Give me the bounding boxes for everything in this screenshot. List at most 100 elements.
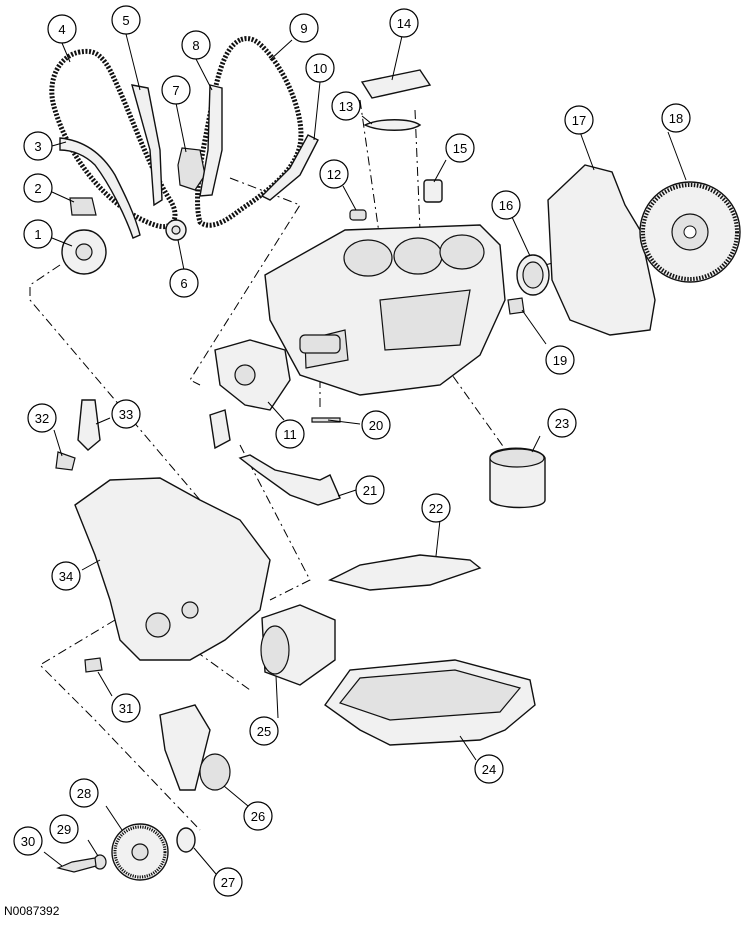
callout-labels: 1 2 3 4 5 6 7 8 9 10 11 12 13 14 15 16 1… bbox=[13, 5, 691, 897]
callout-18: 18 bbox=[661, 103, 691, 133]
callout-32: 32 bbox=[27, 403, 57, 433]
callout-3: 3 bbox=[23, 131, 53, 161]
svg-text:14: 14 bbox=[397, 16, 411, 31]
crankshaft-damper-group bbox=[56, 823, 196, 881]
callout-28: 28 bbox=[69, 778, 99, 808]
front-seal bbox=[176, 827, 196, 853]
chain-guide-left bbox=[59, 137, 141, 239]
svg-text:15: 15 bbox=[453, 141, 467, 156]
damper-bolt bbox=[56, 857, 97, 873]
callout-9: 9 bbox=[289, 13, 319, 43]
oil-pickup-tube bbox=[238, 454, 341, 506]
callout-33: 33 bbox=[111, 399, 141, 429]
svg-text:31: 31 bbox=[119, 701, 133, 716]
svg-text:25: 25 bbox=[257, 724, 271, 739]
svg-text:16: 16 bbox=[499, 198, 513, 213]
callout-2: 2 bbox=[23, 173, 53, 203]
callout-13: 13 bbox=[331, 91, 361, 121]
callout-14: 14 bbox=[389, 8, 419, 38]
svg-text:3: 3 bbox=[34, 139, 41, 154]
sleeve-15 bbox=[423, 179, 443, 203]
rear-components bbox=[507, 164, 741, 336]
svg-text:17: 17 bbox=[572, 113, 586, 128]
sensor-19 bbox=[507, 297, 525, 315]
svg-text:33: 33 bbox=[119, 407, 133, 422]
callout-31: 31 bbox=[111, 693, 141, 723]
upper-parts bbox=[349, 69, 443, 221]
callout-22: 22 bbox=[421, 493, 451, 523]
camshaft-sensor-32 bbox=[55, 451, 76, 471]
callout-6: 6 bbox=[169, 268, 199, 298]
tensioner-bolt bbox=[69, 197, 97, 216]
timing-components bbox=[49, 36, 319, 275]
callout-1: 1 bbox=[23, 219, 53, 249]
svg-text:1: 1 bbox=[34, 227, 41, 242]
leader-lines bbox=[43, 33, 687, 875]
gasket-14 bbox=[360, 69, 432, 99]
callout-21: 21 bbox=[355, 475, 385, 505]
callout-19: 19 bbox=[545, 345, 575, 375]
callout-24: 24 bbox=[474, 754, 504, 784]
oil-filter bbox=[489, 447, 546, 509]
oil-pan bbox=[324, 659, 536, 746]
svg-text:28: 28 bbox=[77, 786, 91, 801]
callout-7: 7 bbox=[161, 75, 191, 105]
svg-text:7: 7 bbox=[172, 83, 179, 98]
svg-text:13: 13 bbox=[339, 99, 353, 114]
callout-27: 27 bbox=[213, 867, 243, 897]
chain-tensioner-arm-right bbox=[260, 134, 319, 201]
gasket-13 bbox=[363, 119, 422, 131]
svg-text:18: 18 bbox=[669, 111, 683, 126]
timing-front-cover bbox=[55, 399, 271, 673]
callout-8: 8 bbox=[181, 30, 211, 60]
callout-20: 20 bbox=[361, 410, 391, 440]
callout-25: 25 bbox=[249, 716, 279, 746]
callout-29: 29 bbox=[49, 814, 79, 844]
svg-text:21: 21 bbox=[363, 483, 377, 498]
phaser-solenoid-33 bbox=[77, 399, 101, 451]
svg-text:22: 22 bbox=[429, 501, 443, 516]
callout-12: 12 bbox=[319, 159, 349, 189]
svg-text:30: 30 bbox=[21, 834, 35, 849]
callout-23: 23 bbox=[547, 408, 577, 438]
svg-text:32: 32 bbox=[35, 411, 49, 426]
oil-pump-group bbox=[214, 334, 341, 423]
svg-text:9: 9 bbox=[300, 21, 307, 36]
svg-text:34: 34 bbox=[59, 569, 73, 584]
callout-4: 4 bbox=[47, 14, 77, 44]
generator bbox=[260, 604, 336, 686]
belt-tensioner bbox=[159, 704, 231, 791]
callout-30: 30 bbox=[13, 826, 43, 856]
svg-text:27: 27 bbox=[221, 875, 235, 890]
callout-11: 11 bbox=[275, 419, 305, 449]
chain-guide-center bbox=[199, 84, 223, 197]
sensor-31 bbox=[84, 657, 103, 673]
crankshaft-nose bbox=[299, 334, 341, 354]
dowel-12 bbox=[349, 209, 367, 221]
svg-text:23: 23 bbox=[555, 416, 569, 431]
svg-text:12: 12 bbox=[327, 167, 341, 182]
svg-text:20: 20 bbox=[369, 418, 383, 433]
secondary-timing-chain bbox=[195, 36, 304, 228]
callout-34: 34 bbox=[51, 561, 81, 591]
svg-text:26: 26 bbox=[251, 809, 265, 824]
callout-10: 10 bbox=[305, 53, 335, 83]
chain-tensioner-arm-left bbox=[131, 84, 163, 207]
svg-text:4: 4 bbox=[58, 22, 65, 37]
callout-15: 15 bbox=[445, 133, 475, 163]
callout-17: 17 bbox=[564, 105, 594, 135]
svg-text:11: 11 bbox=[283, 427, 297, 442]
chain-tensioner-left bbox=[177, 147, 206, 191]
svg-text:29: 29 bbox=[57, 822, 71, 837]
callout-5: 5 bbox=[111, 5, 141, 35]
windage-tray bbox=[327, 554, 482, 591]
callout-16: 16 bbox=[491, 190, 521, 220]
svg-text:24: 24 bbox=[482, 762, 496, 777]
svg-text:5: 5 bbox=[122, 13, 129, 28]
svg-text:2: 2 bbox=[34, 181, 41, 196]
svg-text:6: 6 bbox=[180, 276, 187, 291]
cylinder-block bbox=[264, 224, 506, 396]
phaser-solenoid-right bbox=[209, 409, 231, 450]
figure-code: N0087392 bbox=[4, 904, 60, 918]
